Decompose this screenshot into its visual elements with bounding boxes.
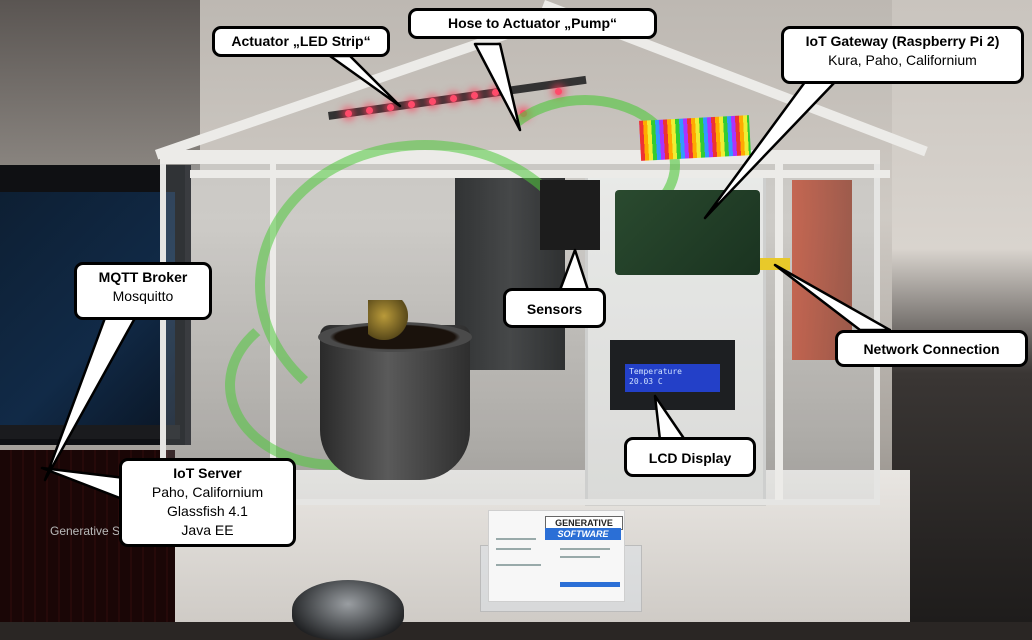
card-stripe xyxy=(560,582,620,587)
callout-server-line-1: Paho, Californium xyxy=(151,484,264,500)
callout-lcd: LCD Display xyxy=(624,437,756,477)
callout-gateway-title: IoT Gateway (Raspberry Pi 2) xyxy=(805,33,1000,49)
pointer-led-strip xyxy=(328,54,402,108)
callout-server-line-2: Glassfish 4.1 xyxy=(167,503,248,519)
callout-led-strip-title: Actuator „LED Strip“ xyxy=(231,33,371,49)
callout-network-title: Network Connection xyxy=(863,341,1000,357)
card-text-line xyxy=(496,548,531,550)
callout-pump: Hose to Actuator „Pump“ xyxy=(408,8,657,39)
lcd-screen: Temperature 20.03 C xyxy=(625,364,720,392)
callout-broker-title: MQTT Broker xyxy=(98,269,188,285)
green-hose xyxy=(255,140,595,430)
callout-gateway-line-1: Kura, Paho, Californium xyxy=(828,52,977,68)
led-light xyxy=(450,95,457,102)
lcd-line-1: Temperature xyxy=(629,367,682,376)
card-logo-bottom: SOFTWARE xyxy=(545,528,621,540)
led-light xyxy=(408,101,415,108)
pointer-lcd xyxy=(653,394,687,442)
pointer-sensors xyxy=(558,248,590,292)
green-hose xyxy=(490,95,680,235)
greenhouse-post-right xyxy=(775,160,783,500)
callout-server: IoT Server Paho, Californium Glassfish 4… xyxy=(119,458,296,547)
callout-gateway: IoT Gateway (Raspberry Pi 2) Kura, Paho,… xyxy=(781,26,1024,84)
led-light xyxy=(366,107,373,114)
callout-network: Network Connection xyxy=(835,330,1028,367)
led-light xyxy=(345,110,352,117)
led-light xyxy=(492,89,499,96)
lcd-line-2: 20.03 C xyxy=(629,377,663,386)
callout-lcd-title: LCD Display xyxy=(648,450,732,466)
laptop-taskbar xyxy=(0,425,180,439)
pointer-network xyxy=(773,263,892,332)
callout-server-line-3: Java EE xyxy=(181,522,234,538)
callout-led-strip: Actuator „LED Strip“ xyxy=(212,26,390,57)
card-text-line xyxy=(560,548,610,550)
callout-broker: MQTT Broker Mosquitto xyxy=(74,262,212,320)
raspberry-pi-board xyxy=(615,190,760,275)
callout-broker-line-1: Mosquitto xyxy=(112,288,174,304)
callout-pump-title: Hose to Actuator „Pump“ xyxy=(447,15,618,31)
pointer-server xyxy=(40,466,127,502)
led-light xyxy=(387,104,394,111)
card-text-line xyxy=(560,556,600,558)
led-light xyxy=(429,98,436,105)
background-left xyxy=(0,0,200,170)
led-light xyxy=(471,92,478,99)
card-text-line xyxy=(496,538,536,540)
pointer-pump xyxy=(473,42,522,132)
led-light xyxy=(555,88,562,95)
pointer-gateway xyxy=(703,80,837,220)
sensor-board xyxy=(540,180,600,250)
plant xyxy=(368,300,408,340)
card-text-line xyxy=(496,564,541,566)
pointer-broker xyxy=(43,316,137,482)
callout-server-title: IoT Server xyxy=(173,465,242,481)
laptop-screen-text: Generative S xyxy=(50,524,121,538)
background-right xyxy=(892,0,1032,622)
callout-sensors: Sensors xyxy=(503,288,606,328)
callout-sensors-title: Sensors xyxy=(526,301,583,317)
